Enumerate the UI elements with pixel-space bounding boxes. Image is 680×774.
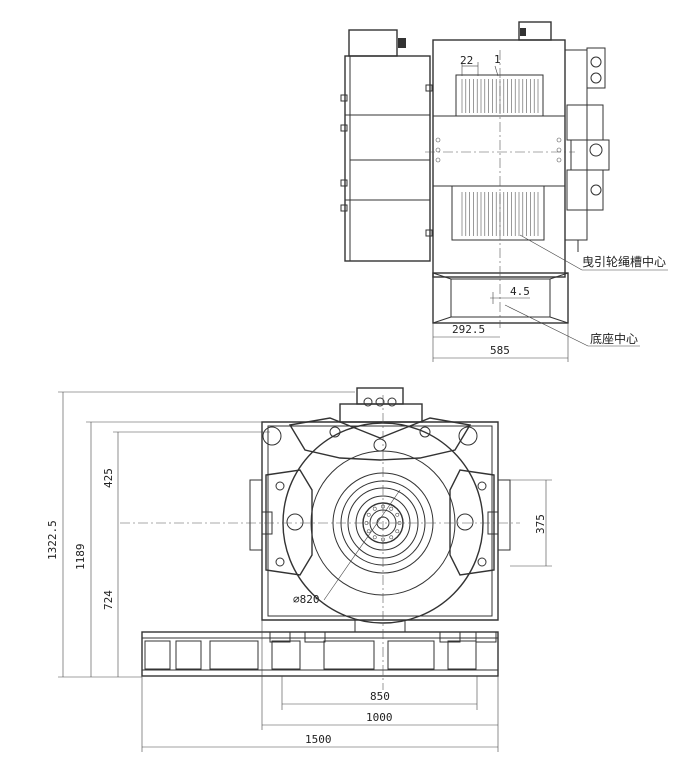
front-frame (261, 421, 499, 621)
dim-base-half: 292.5 (452, 323, 485, 336)
front-view: ⌀820 1322.5 1189 425 724 375 850 1000 15… (46, 387, 552, 752)
dim-bolt-span: 850 (370, 690, 390, 703)
lower-sheave-grooves (451, 185, 545, 241)
dim-base-width: 585 (490, 344, 510, 357)
dim-sheave-diameter: ⌀820 (293, 593, 320, 606)
dim-upper: 425 (102, 468, 115, 488)
dim-base-to-top: 1189 (74, 544, 87, 571)
label-traction-groove-center: 曳引轮绳槽中心 (582, 254, 666, 269)
dim-total-height: 1322.5 (46, 520, 59, 560)
dim-side: 375 (534, 514, 547, 534)
label-base-center: 底座中心 (590, 331, 638, 346)
motor-body (344, 55, 431, 262)
dim-groove-index: 1 (494, 53, 501, 66)
top-view: 22 1 曳引轮绳槽中心 4.5 底座中心 292.5 585 (340, 21, 668, 362)
top-base (432, 272, 569, 324)
motor-cap (348, 29, 398, 57)
right-brake-assembly (564, 47, 610, 252)
front-base (141, 619, 499, 677)
dim-base-length: 1500 (305, 733, 332, 746)
dim-lower: 724 (102, 590, 115, 610)
frame (432, 39, 566, 278)
dim-groove-width: 22 (460, 54, 473, 67)
dim-offset: 4.5 (510, 285, 530, 298)
dim-frame-width: 1000 (366, 711, 393, 724)
upper-sheave-grooves (455, 74, 544, 117)
